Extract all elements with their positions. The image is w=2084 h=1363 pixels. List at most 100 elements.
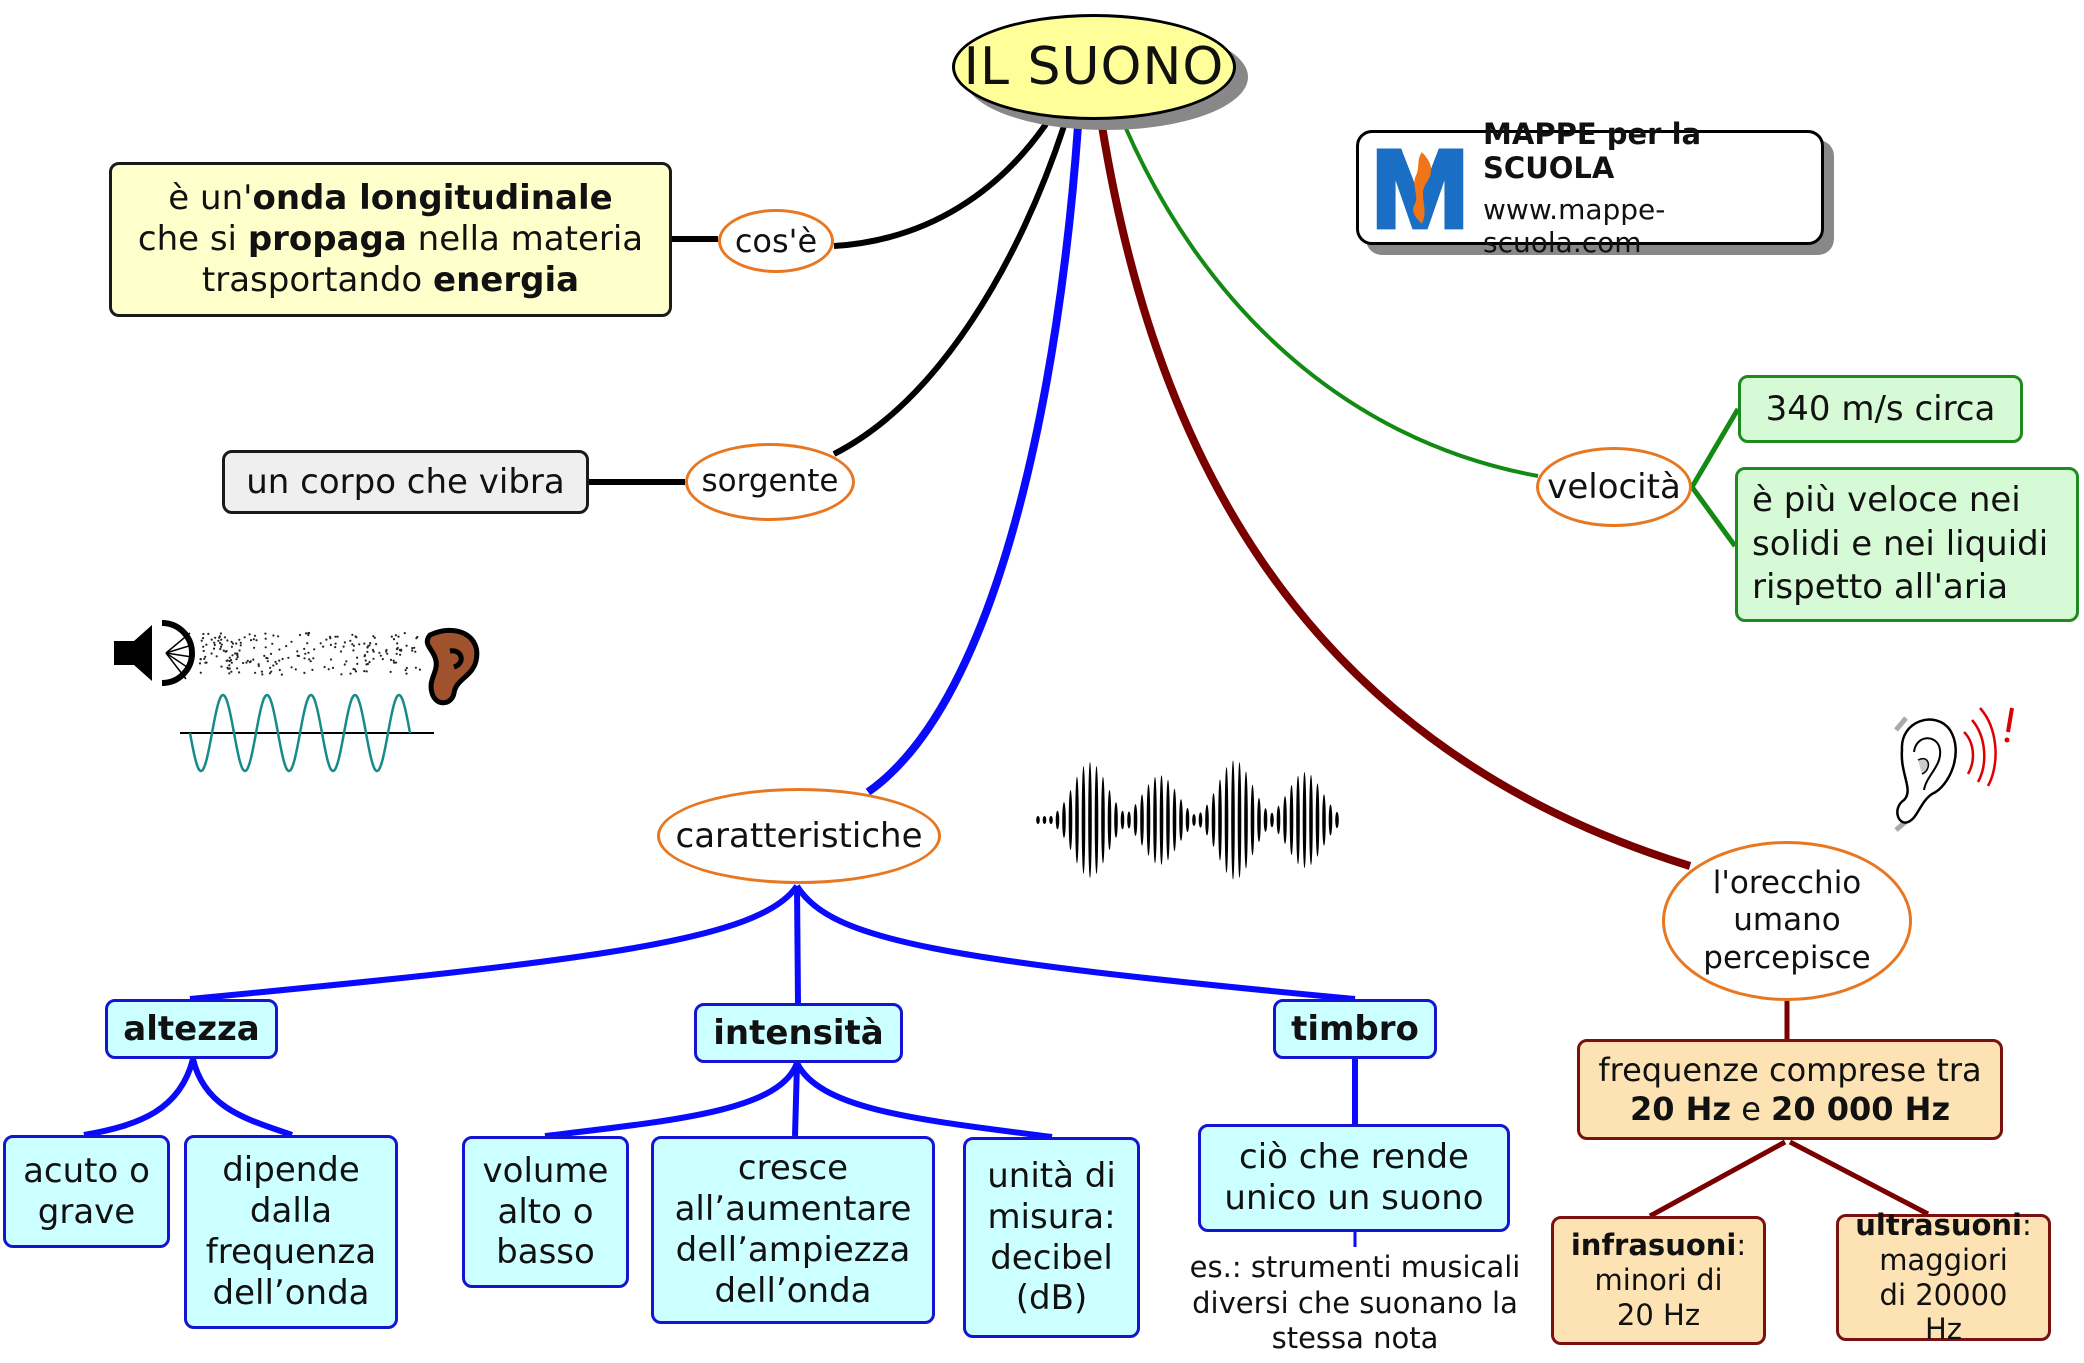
speed-comparison-box[interactable]: è più veloce nei solidi e nei liquidi ri…	[1735, 467, 2079, 622]
sound-particle	[253, 634, 257, 637]
sound-particle	[198, 662, 202, 665]
sound-particle	[210, 652, 213, 655]
sound-particle	[264, 646, 267, 649]
sound-particle	[372, 635, 375, 638]
sound-particle	[366, 645, 369, 648]
sound-particle	[215, 655, 218, 658]
timbro-example-text: es.: strumenti musicali diversi che suon…	[1189, 1250, 1521, 1356]
sound-particle	[268, 672, 271, 675]
waveform-bar	[1250, 784, 1255, 856]
sound-particle	[405, 672, 408, 675]
sound-particle	[218, 635, 221, 638]
mappe-logo-icon	[1376, 148, 1464, 229]
sound-particle	[369, 642, 372, 645]
main-topic[interactable]: IL SUONO	[952, 14, 1236, 120]
sound-particle	[307, 651, 310, 654]
sound-particle	[231, 642, 235, 645]
sound-particle	[307, 632, 310, 635]
sound-particle	[342, 645, 345, 648]
sound-particle	[248, 633, 251, 636]
sound-particle	[290, 666, 293, 669]
main-topic-label: IL SUONO	[963, 37, 1225, 97]
sine-wave	[188, 693, 412, 773]
sound-particle	[411, 647, 414, 650]
sound-particle	[334, 646, 337, 649]
link-title-source	[832, 125, 1067, 457]
timbro-item-1[interactable]: ciò che rende unico un suono	[1198, 1124, 1510, 1232]
link-char-intensita	[794, 885, 801, 1004]
link-node-velocita[interactable]: velocità	[1536, 447, 1692, 527]
definition-line2-end: nella materia	[406, 219, 644, 260]
sound-particle	[271, 642, 274, 645]
sound-particle	[219, 632, 222, 635]
sound-particle	[368, 644, 371, 647]
waveform-bar	[1075, 776, 1079, 864]
link-altezza-2	[190, 1058, 294, 1138]
definition-box[interactable]: è un'onda longitudinale che si propaga n…	[109, 162, 672, 317]
sound-particle	[264, 632, 267, 635]
sound-particle	[239, 644, 242, 647]
sound-particle	[351, 633, 354, 636]
source-text: un corpo che vibra	[246, 461, 565, 502]
link-node-orecchio[interactable]: l'orecchio umano percepisce	[1662, 841, 1912, 1001]
sound-particle	[201, 637, 205, 640]
link-altezza-1	[83, 1058, 196, 1138]
link-node-caratteristiche[interactable]: caratteristiche	[657, 788, 941, 884]
sound-particle	[352, 667, 355, 671]
sound-particle	[266, 660, 269, 663]
waveform-bar	[1088, 762, 1092, 878]
characteristic-intensita[interactable]: intensità	[694, 1003, 903, 1063]
infrasound-text: minori di 20 Hz	[1594, 1263, 1723, 1332]
sound-particle	[199, 658, 202, 661]
sound-particle	[343, 663, 346, 666]
waveform-bar	[1049, 815, 1053, 825]
sound-particle	[325, 638, 328, 641]
sound-particle	[331, 666, 335, 669]
altezza-item-2[interactable]: dipende dalla frequenza dell’onda	[184, 1135, 398, 1329]
sound-particle	[405, 644, 408, 647]
infrasound-box[interactable]: infrasuoni: minori di 20 Hz	[1551, 1216, 1766, 1345]
waveform-bar	[1094, 766, 1099, 874]
waveform-bar	[1276, 805, 1281, 835]
hearing-range-box[interactable]: frequenze comprese tra 20 Hz e 20 000 Hz	[1577, 1039, 2003, 1140]
source-box[interactable]: un corpo che vibra	[222, 450, 589, 514]
waveform-bar	[1127, 811, 1131, 829]
sound-particle	[313, 648, 316, 651]
speed-value-box[interactable]: 340 m/s circa	[1738, 375, 2023, 443]
link-speed-1	[1689, 407, 1741, 489]
link-node-cos-e[interactable]: cos'è	[718, 209, 834, 273]
waveform-bar	[1062, 802, 1066, 838]
sound-particle	[204, 655, 207, 658]
link-title-definition	[833, 122, 1049, 249]
sound-particle	[375, 643, 378, 646]
sound-particle	[308, 658, 311, 661]
intensita-item-1[interactable]: volume alto o basso	[462, 1136, 629, 1288]
ultrasound-box[interactable]: ultrasuoni: maggiori di 20000 Hz	[1836, 1208, 2051, 1346]
intensita-item-3[interactable]: unità di misura: decibel (dB)	[963, 1137, 1140, 1338]
sound-particle	[356, 662, 359, 665]
sound-particle	[226, 639, 229, 642]
characteristic-altezza-label: altezza	[123, 1008, 260, 1049]
sound-particle	[345, 660, 348, 663]
sound-particle	[277, 635, 280, 638]
sound-particle	[255, 639, 258, 642]
sound-particle	[223, 636, 227, 639]
characteristic-altezza[interactable]: altezza	[105, 999, 278, 1059]
logo-url[interactable]: www.mappe-scuola.com	[1483, 192, 1666, 259]
sound-particle	[243, 636, 246, 639]
characteristic-timbro[interactable]: timbro	[1273, 999, 1437, 1059]
sound-particle	[257, 663, 260, 666]
sound-particle	[202, 632, 205, 636]
intensita-item-2[interactable]: cresce all’aumentare dell’ampiezza dell’…	[651, 1136, 935, 1324]
sound-particle	[207, 632, 210, 635]
link-intensita-3	[794, 1061, 1053, 1140]
waveform-bar	[1211, 793, 1216, 847]
link-node-sorgente[interactable]: sorgente	[685, 443, 855, 521]
sound-particle	[253, 646, 256, 649]
sound-particle	[234, 652, 237, 655]
altezza-item-1[interactable]: acuto o grave	[3, 1135, 170, 1248]
exclamation-icon	[2006, 707, 2014, 733]
waveform-bar	[1244, 771, 1248, 869]
waveform-bar	[1263, 808, 1268, 832]
speaker-to-ear-illustration	[114, 620, 480, 773]
